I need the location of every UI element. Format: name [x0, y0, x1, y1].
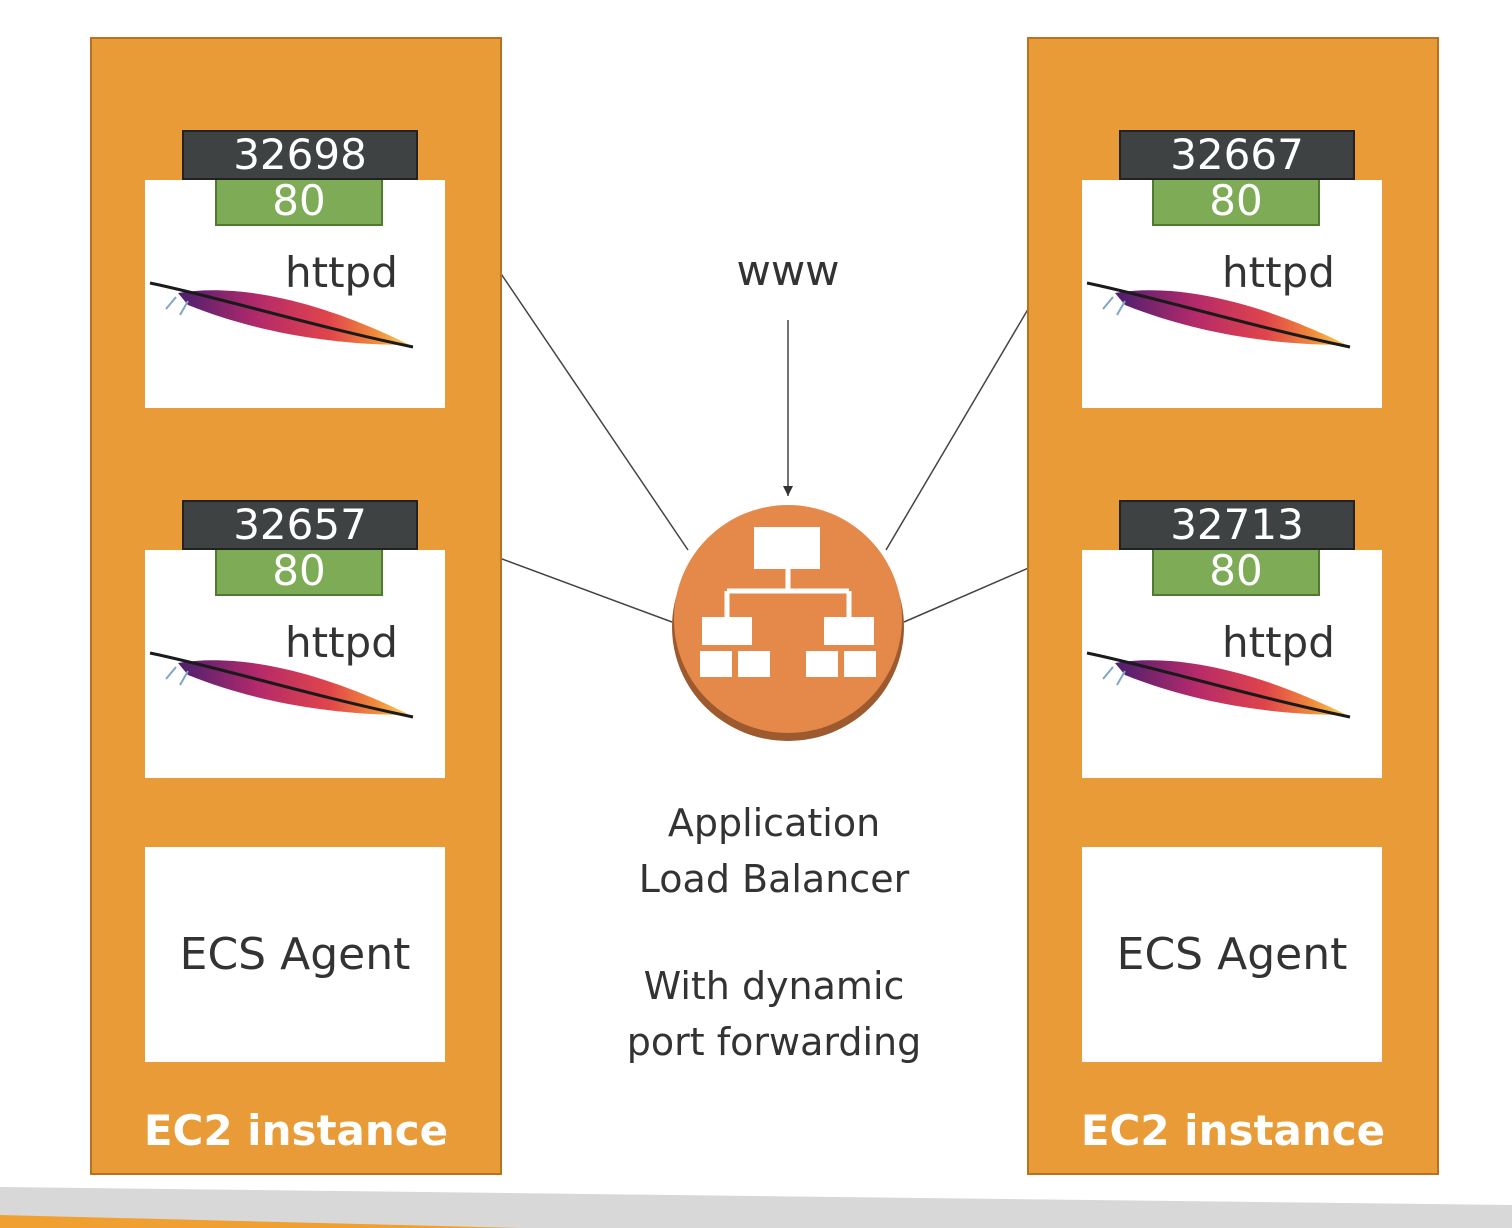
apache-feather-icon: [1086, 281, 1351, 349]
host-port-badge: 32667: [1119, 130, 1355, 180]
ecs-agent-label: ECS Agent: [1116, 929, 1348, 980]
alb-note-line2: port forwarding: [626, 1020, 922, 1064]
httpd-label: httpd: [1222, 248, 1335, 297]
alb-title: Application Load Balancer: [600, 795, 948, 907]
host-port-badge: 32698: [182, 130, 418, 180]
apache-feather-icon: [149, 651, 414, 719]
container-port-badge: 80: [1152, 178, 1320, 226]
httpd-label: httpd: [285, 248, 398, 297]
alb-title-line1: Application: [667, 801, 881, 845]
alb-note-line1: With dynamic: [643, 964, 905, 1008]
httpd-label: httpd: [1222, 618, 1335, 667]
ecs-agent-card: ECS Agent: [1082, 847, 1382, 1062]
slide-footer-decoration: [0, 1187, 1512, 1228]
www-label: www: [736, 246, 840, 295]
host-port-badge: 32657: [182, 500, 418, 550]
load-balancer-icon: [672, 505, 904, 741]
apache-feather-icon: [1086, 651, 1351, 719]
ecs-agent-label: ECS Agent: [179, 929, 411, 980]
httpd-label: httpd: [285, 618, 398, 667]
ec2-instance-label: EC2 instance: [1080, 1106, 1386, 1155]
ecs-agent-card: ECS Agent: [145, 847, 445, 1062]
alb-title-line2: Load Balancer: [638, 857, 910, 901]
container-port-badge: 80: [215, 548, 383, 596]
host-port-badge: 32713: [1119, 500, 1355, 550]
apache-feather-icon: [149, 281, 414, 349]
container-port-badge: 80: [215, 178, 383, 226]
alb-note: With dynamic port forwarding: [600, 958, 948, 1070]
ec2-instance-label: EC2 instance: [143, 1106, 449, 1155]
container-port-badge: 80: [1152, 548, 1320, 596]
